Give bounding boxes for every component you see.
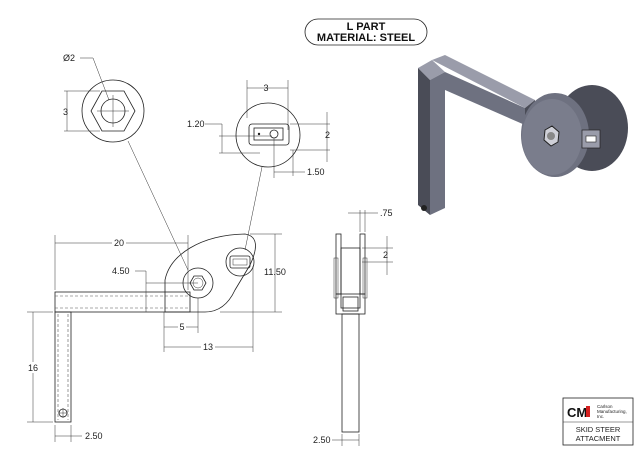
slot-height-label: 2	[383, 250, 388, 260]
title-line1: L PART	[347, 21, 386, 33]
tube-width-label: 2.50	[313, 435, 331, 445]
slot-height-label: 2	[325, 130, 330, 140]
hex-nut-detail: Ø2 3	[63, 53, 189, 271]
hole-offset-label: 5	[179, 322, 184, 332]
side-view: .75 2 2.50	[313, 208, 393, 446]
slot-depth-label: 1.50	[307, 167, 325, 177]
leg-width-label: 2.50	[85, 431, 103, 441]
slot-leader-line	[244, 166, 263, 251]
plate-height-label: 11.50	[264, 267, 286, 277]
slot-offset-label: 1.20	[187, 119, 205, 129]
hex-height-label: 3	[63, 107, 68, 117]
length-label: 20	[114, 238, 124, 248]
slot-width-label: 3	[263, 83, 268, 93]
front-view: 20 4.50 11.50 5 13 16 2.50	[26, 233, 286, 442]
hex-diameter-label: Ø2	[63, 53, 75, 63]
company-name: Carlson Manufacturing, Inc.	[597, 404, 627, 419]
title-label: L PART MATERIAL: STEEL	[304, 18, 428, 46]
leg-length-label: 16	[28, 363, 38, 373]
company-logo: CMI	[567, 405, 591, 420]
slot-detail: 3 1.20 2 1.50	[187, 80, 330, 251]
plate-thickness-label: .75	[380, 208, 393, 218]
title-block-line2: ATTACMENT	[576, 434, 621, 443]
isometric-3d-view	[418, 55, 628, 215]
title-block: CMI Carlson Manufacturing, Inc. SKID STE…	[562, 397, 634, 446]
hole-height-label: 4.50	[112, 266, 130, 276]
title-line2: MATERIAL: STEEL	[317, 32, 415, 44]
hex-leader-line	[127, 140, 189, 271]
title-block-line1: SKID STEER	[576, 425, 621, 434]
slot-offset-label: 13	[203, 342, 213, 352]
